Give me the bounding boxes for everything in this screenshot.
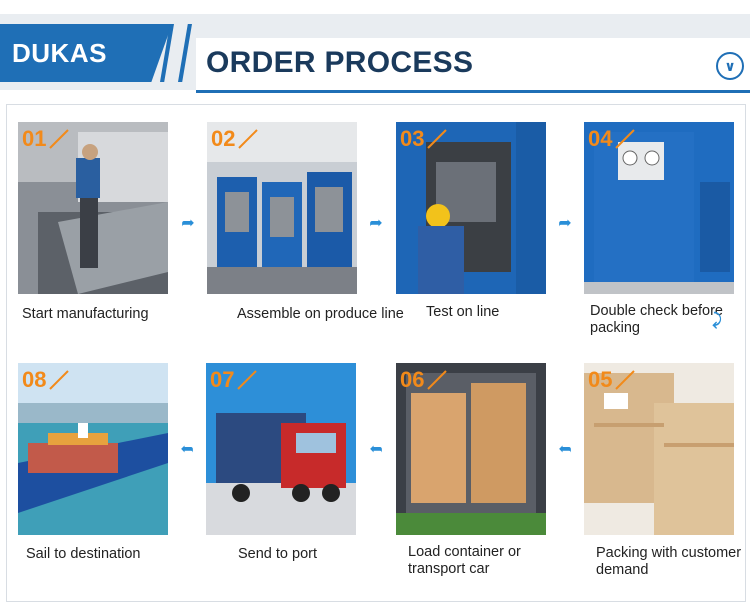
slash-decoration — [238, 129, 258, 149]
step-photo — [396, 363, 546, 535]
slash-decoration — [615, 129, 635, 149]
title-bar: ORDER PROCESS — [196, 38, 750, 90]
step-photo — [18, 122, 168, 294]
step-number: 02 — [211, 126, 236, 151]
title-underline — [196, 90, 750, 93]
step-number: 05 — [588, 367, 613, 392]
curved-arrow-icon: ➦ — [558, 441, 572, 458]
brand-logo: DUKAS — [0, 24, 172, 82]
step-label: Packing with customer demand — [596, 545, 742, 578]
brand-name: DUKAS — [12, 38, 107, 68]
step-number: 01 — [22, 126, 47, 151]
step-label: Assemble on produce line — [237, 306, 404, 322]
slash-decoration — [427, 129, 447, 149]
curved-arrow-icon: ➦ — [369, 441, 383, 458]
step-label: Test on line — [426, 304, 500, 320]
curved-arrow-icon: ➦ — [180, 441, 194, 458]
curved-arrow-icon: ➦ — [181, 215, 195, 232]
header: DUKAS ORDER PROCESS ∨ — [0, 0, 750, 110]
curved-arrow-icon: ➦ — [369, 215, 383, 232]
chevron-down-icon[interactable]: ∨ — [716, 52, 744, 80]
slash-decoration — [615, 370, 635, 390]
curved-arrow-down-icon: ⤸ — [712, 312, 722, 329]
step-label: Send to port — [238, 546, 317, 562]
step-number: 03 — [400, 126, 425, 151]
step-number: 07 — [210, 367, 235, 392]
step-label: Start manufacturing — [22, 306, 149, 322]
slash-decoration — [237, 370, 257, 390]
step-photo — [584, 122, 734, 294]
slash-decoration — [49, 370, 69, 390]
slash-decoration — [427, 370, 447, 390]
step-label: Sail to destination — [26, 546, 141, 562]
step-photo — [584, 363, 734, 535]
step-number: 06 — [400, 367, 425, 392]
step-photo — [207, 122, 357, 294]
curved-arrow-icon: ➦ — [558, 215, 572, 232]
slash-decoration — [49, 129, 69, 149]
step-number: 04 — [588, 126, 613, 151]
step-photo — [396, 122, 546, 294]
step-label: Double check before packing — [590, 303, 723, 336]
step-photo — [206, 363, 356, 535]
step-label: Load container or transport car — [408, 544, 521, 577]
step-number: 08 — [22, 367, 47, 392]
step-photo — [18, 363, 168, 535]
page-title: ORDER PROCESS — [206, 46, 474, 79]
